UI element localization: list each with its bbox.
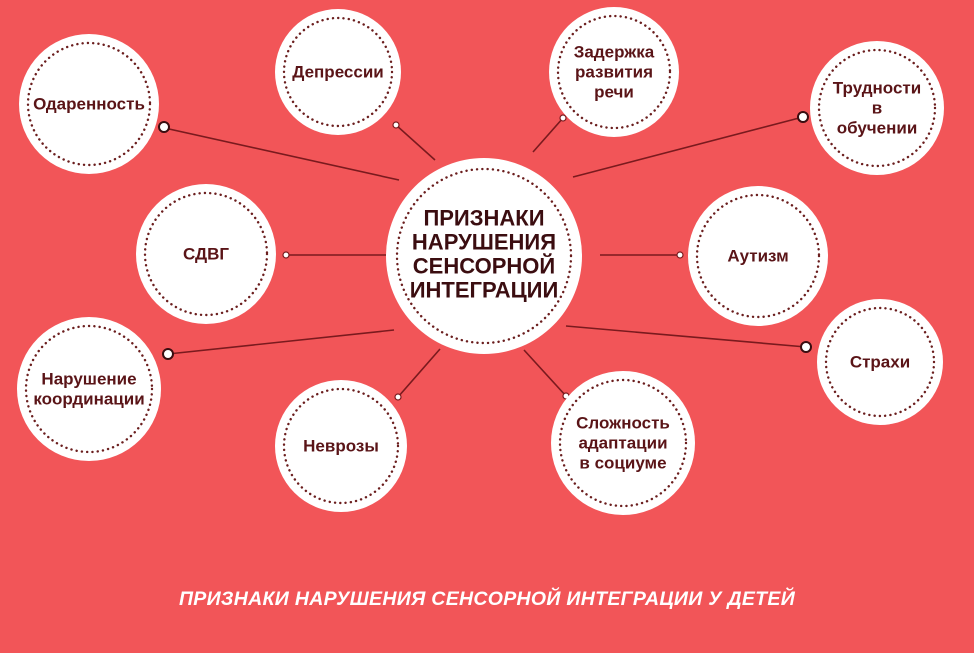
node-depressii: Депрессии <box>275 9 401 135</box>
node-dotted-ring <box>26 41 152 167</box>
node-dotted-ring <box>695 193 821 319</box>
center-dotted-ring <box>395 167 573 345</box>
node-label: Неврозы <box>303 437 379 456</box>
node-odarennost: Одаренность <box>19 34 159 174</box>
node-dotted-ring <box>282 16 394 128</box>
node-dotted-ring <box>556 14 672 130</box>
center-bubble <box>386 158 582 354</box>
node-strahi: Страхи <box>817 299 943 425</box>
node-bubble <box>275 380 407 512</box>
node-label: речи <box>594 83 634 102</box>
connector-strahi <box>565 325 807 348</box>
node-label: Задержка <box>574 43 655 62</box>
connector-end-dot <box>282 251 290 259</box>
node-bubble <box>19 34 159 174</box>
center-label: ИНТЕГРАЦИИ <box>410 278 559 303</box>
connector-end-dot <box>797 111 809 123</box>
node-label: Сложность <box>576 414 670 433</box>
center-label: НАРУШЕНИЯ <box>412 230 556 255</box>
node-bubble <box>688 186 828 326</box>
connector-narushenie <box>167 329 395 355</box>
center-label: ПРИЗНАКИ <box>423 206 544 231</box>
node-bubble <box>817 299 943 425</box>
center-label: СЕНСОРНОЙ <box>413 254 555 279</box>
node-bubble <box>549 7 679 137</box>
node-label: Аутизм <box>727 247 788 266</box>
node-label: Депрессии <box>292 63 383 82</box>
node-dotted-ring <box>817 48 937 168</box>
connector-end-dot <box>394 393 402 401</box>
node-label: Страхи <box>850 353 910 372</box>
node-dotted-ring <box>558 378 688 508</box>
node-label: развития <box>575 63 653 82</box>
node-bubble <box>136 184 276 324</box>
node-dotted-ring <box>282 387 400 505</box>
connector-nevrozy <box>397 348 441 398</box>
node-label: Трудности <box>833 79 921 98</box>
connector-end-dot <box>559 114 567 122</box>
node-bubble <box>17 317 161 461</box>
node-dotted-ring <box>824 306 936 418</box>
connector-end-dot <box>800 341 812 353</box>
connector-end-dot <box>162 348 174 360</box>
connector-depressii <box>395 124 436 161</box>
connector-slozhnost <box>523 349 567 397</box>
node-dotted-ring <box>24 324 154 454</box>
diagram-caption: ПРИЗНАКИ НАРУШЕНИЯ СЕНСОРНОЙ ИНТЕГРАЦИИ … <box>178 588 796 610</box>
node-bubble <box>810 41 944 175</box>
node-label: СДВГ <box>183 245 229 264</box>
connector-odarennost <box>159 126 400 181</box>
connector-end-dot <box>392 121 400 129</box>
connector-zaderzhka <box>532 117 564 153</box>
node-dotted-ring <box>143 191 269 317</box>
connector-end-dot <box>676 251 684 259</box>
node-label: в социуме <box>579 454 666 473</box>
connector-end-dot <box>158 121 170 133</box>
node-bubble <box>551 371 695 515</box>
node-label: координации <box>33 390 144 409</box>
node-label: обучении <box>837 119 918 138</box>
connector-trudnosti <box>572 116 804 178</box>
node-sdvg: СДВГ <box>136 184 276 324</box>
node-nevrozy: Неврозы <box>275 380 407 512</box>
node-bubble <box>275 9 401 135</box>
node-label: в <box>872 99 882 118</box>
node-label: Одаренность <box>33 95 145 114</box>
node-autizm: Аутизм <box>688 186 828 326</box>
node-label: адаптации <box>578 434 667 453</box>
node-label: Нарушение <box>41 370 136 389</box>
